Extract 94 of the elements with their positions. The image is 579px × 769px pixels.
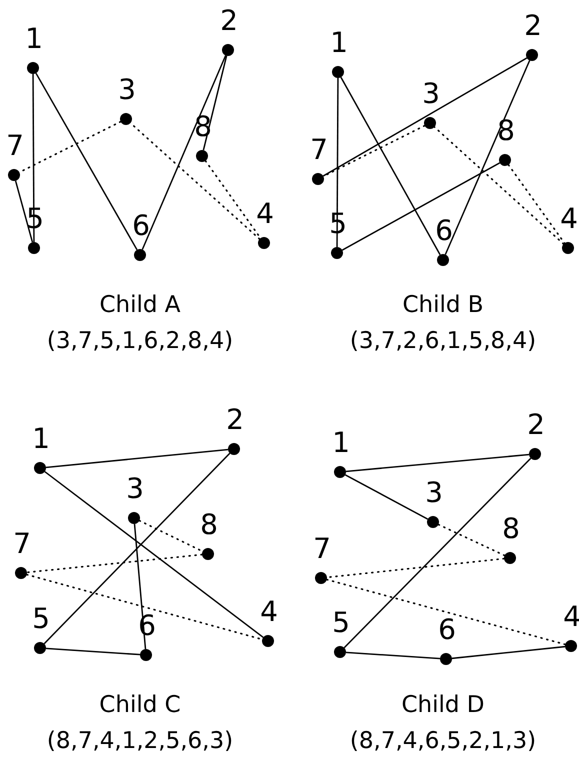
city-point [565, 640, 577, 652]
tour-sequence: (3,7,2,6,1,5,8,4) [350, 328, 536, 356]
tour-line [35, 72, 138, 250]
dotted-line [434, 126, 564, 245]
point-number: 2 [226, 406, 244, 434]
point-number: 7 [6, 132, 24, 160]
city-point [526, 49, 538, 61]
city-point [140, 649, 152, 661]
point-number: 7 [310, 136, 328, 164]
point-number: 1 [332, 429, 350, 457]
city-point [424, 117, 436, 129]
point-number: 8 [497, 117, 515, 145]
city-point [34, 642, 46, 654]
city-point [504, 552, 516, 564]
point-number: 3 [126, 475, 144, 503]
dotted-line [26, 554, 203, 574]
dotted-line [204, 160, 262, 239]
tour-line [336, 78, 339, 247]
point-number: 4 [256, 200, 274, 228]
city-point [134, 249, 146, 261]
point-number: 1 [25, 25, 43, 53]
city-point [440, 653, 452, 665]
tour-line [344, 458, 532, 648]
tour-line [346, 454, 530, 472]
dotted-line [508, 164, 566, 244]
point-number: 1 [32, 425, 50, 453]
tour-line [344, 474, 428, 520]
tour-line [32, 74, 35, 242]
tour-sequence: (8,7,4,6,5,2,1,3) [350, 728, 536, 756]
point-number: 3 [118, 76, 136, 104]
tour-line [14, 180, 34, 242]
dotted-line [326, 578, 566, 646]
city-point [334, 466, 346, 478]
child-title: Child D [401, 692, 485, 720]
point-number: 2 [527, 411, 545, 439]
child-title: Child C [99, 692, 181, 720]
city-point [262, 635, 274, 647]
tour-line [452, 646, 566, 660]
city-point [120, 113, 132, 125]
point-number: 4 [560, 205, 578, 233]
city-point [562, 242, 574, 254]
child-title: Child A [99, 292, 181, 320]
tour-sequence: (3,7,5,1,6,2,8,4) [46, 328, 234, 356]
city-point [222, 44, 234, 56]
city-point [128, 512, 140, 524]
tour-line [44, 452, 230, 644]
city-point [331, 247, 343, 259]
point-number: 3 [425, 479, 443, 507]
tour-line [346, 652, 440, 660]
point-number: 5 [32, 605, 50, 633]
point-number: 4 [563, 603, 579, 631]
city-point [228, 443, 240, 455]
city-point [27, 62, 39, 74]
point-number: 7 [13, 530, 31, 558]
point-number: 6 [132, 212, 150, 240]
point-number: 1 [330, 29, 348, 57]
tour-line [46, 448, 228, 468]
city-point [202, 548, 214, 560]
point-number: 6 [435, 217, 453, 245]
tour-sequence: (8,7,4,1,2,5,6,3) [46, 728, 234, 756]
city-point [34, 462, 46, 474]
city-point [312, 173, 324, 185]
tour-line [342, 162, 500, 251]
city-point [332, 66, 344, 78]
point-number: 6 [438, 616, 456, 644]
dotted-line [138, 520, 204, 552]
point-number: 3 [422, 80, 440, 108]
point-number: 8 [200, 511, 218, 539]
city-point [258, 237, 270, 249]
city-point [437, 254, 449, 266]
tour-line [322, 57, 528, 177]
city-point [15, 567, 27, 579]
tour-line [142, 55, 226, 250]
tour-line [44, 471, 264, 638]
point-number: 4 [260, 598, 278, 626]
tour-line [134, 524, 146, 650]
point-number: 7 [313, 535, 331, 563]
point-number: 2 [220, 7, 238, 35]
point-number: 8 [502, 515, 520, 543]
city-point [334, 646, 346, 658]
city-point [529, 448, 541, 460]
city-point [28, 242, 40, 254]
point-number: 2 [524, 12, 542, 40]
city-point [8, 169, 20, 181]
tour-line [46, 648, 140, 656]
dotted-line [438, 524, 506, 556]
child-title: Child B [402, 292, 484, 320]
point-number: 5 [332, 609, 350, 637]
city-point [315, 572, 327, 584]
city-point [196, 150, 208, 162]
city-point [427, 516, 439, 528]
tour-line [444, 60, 530, 255]
city-point [499, 154, 511, 166]
tour-line [340, 76, 441, 256]
